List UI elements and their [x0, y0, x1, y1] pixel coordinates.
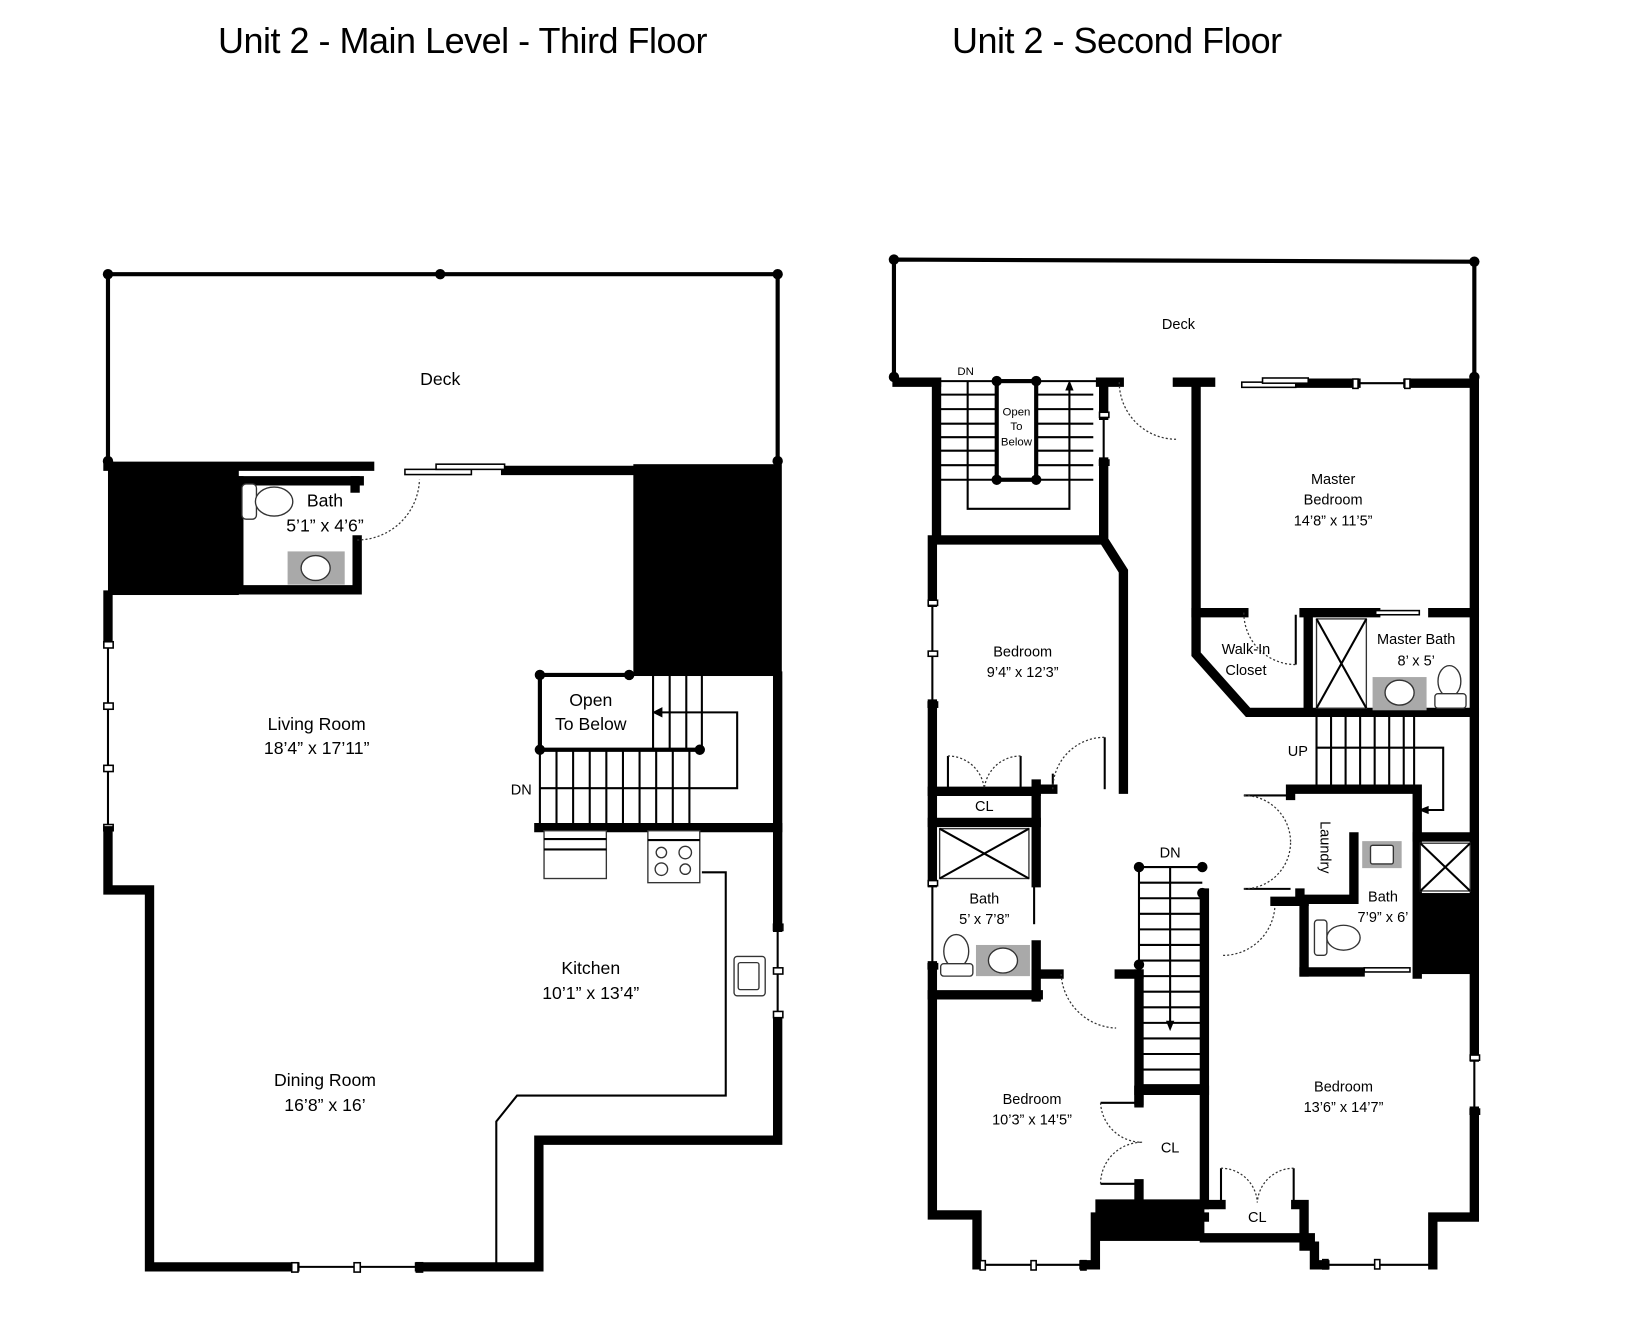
second-floor-top-stairs: DN Open To Below: [931, 366, 1129, 794]
sink-icon: [975, 944, 1030, 977]
left-exterior-wall: [103, 590, 784, 1273]
wall-mass: [107, 464, 239, 596]
bath-a-label: Bath: [969, 891, 999, 907]
open-to-below-line3: Below: [1001, 436, 1033, 448]
wall-mass: [633, 464, 782, 677]
kitchen-label: Kitchen: [561, 958, 620, 978]
living-room-dims: 18’4” x 17’11”: [264, 738, 370, 758]
second-floor-deck: Deck: [888, 254, 1480, 383]
open-to-below-line1: Open: [1003, 406, 1031, 418]
stairs-down-label: DN: [957, 366, 973, 378]
stairs-down-label: DN: [511, 782, 532, 798]
walk-in-closet-label-1: Walk-In: [1222, 642, 1271, 658]
second-floor-master-bath: Master Bath 8’ x 5’: [1315, 618, 1467, 711]
bath-b-label: Bath: [1368, 889, 1398, 905]
master-bedroom-label-1: Master: [1311, 472, 1356, 488]
second-floor-title: Unit 2 - Second Floor: [952, 20, 1282, 61]
second-floor-up-stairs: UP: [1288, 716, 1445, 815]
third-floor-bath: Bath 5’1” x 4’6”: [234, 476, 421, 595]
kitchen-sink-icon: [733, 955, 766, 997]
toilet-icon: [1313, 919, 1361, 957]
arrow-up-icon: [1065, 380, 1074, 391]
second-floor-bath-a: Bath 5’ x 7’8”: [927, 786, 1117, 1029]
closet-b-label: CL: [1161, 1141, 1180, 1157]
third-floor-stairs: Open To Below DN: [511, 669, 739, 828]
wall-mass: [1417, 893, 1475, 975]
laundry-label: Laundry: [1317, 821, 1333, 874]
bedroom-c-dims: 13’6” x 14’7”: [1304, 1100, 1384, 1116]
master-bath-dims: 8’ x 5’: [1398, 654, 1435, 670]
open-to-below-line2: To Below: [555, 714, 627, 734]
toilet-icon: [1434, 664, 1467, 709]
closet-c-label: CL: [1248, 1210, 1267, 1226]
dining-room-dims: 16’8” x 16’: [284, 1095, 365, 1115]
closet-a-label: CL: [975, 799, 994, 815]
master-bedroom-dims: 14’8” x 11’5”: [1294, 513, 1373, 529]
third-floor-title: Unit 2 - Main Level - Third Floor: [218, 20, 708, 61]
open-to-below-line1: Open: [569, 690, 612, 710]
master-bath-label: Master Bath: [1377, 632, 1455, 648]
stove-icon: [647, 830, 701, 884]
second-floor-middle-stairs: DN: [1114, 846, 1210, 1210]
toilet-icon: [241, 483, 294, 520]
dining-room-label: Dining Room: [274, 1070, 376, 1090]
stairs-down-label: DN: [1160, 846, 1181, 862]
bedroom-b-dims: 10’3” x 14’5”: [992, 1113, 1072, 1129]
deck-label: Deck: [1162, 317, 1196, 333]
refrigerator-icon: [543, 830, 608, 880]
living-room-label: Living Room: [268, 714, 366, 734]
bedroom-a-label: Bedroom: [993, 644, 1052, 660]
toilet-icon: [939, 933, 974, 977]
third-floor-deck: Deck: [102, 268, 783, 467]
second-floor-laundry: Laundry: [1223, 784, 1480, 956]
bedroom-b-label: Bedroom: [1003, 1092, 1062, 1108]
walk-in-closet-label-2: Closet: [1225, 663, 1266, 679]
open-to-below-line2: To: [1010, 421, 1022, 433]
third-floor-plan: Deck Bath 5’1” x 4’: [102, 268, 784, 1273]
kitchen-dims: 10’1” x 13’4”: [542, 983, 639, 1003]
arrow-icon: [652, 707, 663, 718]
bath-b-dims: 7’9” x 6’: [1358, 910, 1409, 926]
bath-dims: 5’1” x 4’6”: [286, 516, 364, 536]
wall-mass: [1095, 1199, 1205, 1241]
deck-label: Deck: [420, 369, 460, 389]
stairs-up-label: UP: [1288, 744, 1308, 760]
arrow-icon: [1418, 805, 1429, 815]
bath-label: Bath: [307, 491, 343, 511]
second-floor-plan: Deck: [888, 254, 1481, 1271]
bedroom-c-label: Bedroom: [1314, 1079, 1373, 1095]
bedroom-a-dims: 9’4” x 12’3”: [987, 665, 1059, 681]
bath-a-dims: 5’ x 7’8”: [959, 912, 1009, 928]
sink-icon: [1362, 841, 1402, 869]
sink-icon: [1372, 677, 1427, 711]
second-floor-bath-b: Bath 7’9” x 6’: [1299, 832, 1475, 979]
sink-icon: [287, 551, 345, 585]
master-bedroom-label-2: Bedroom: [1304, 493, 1363, 509]
